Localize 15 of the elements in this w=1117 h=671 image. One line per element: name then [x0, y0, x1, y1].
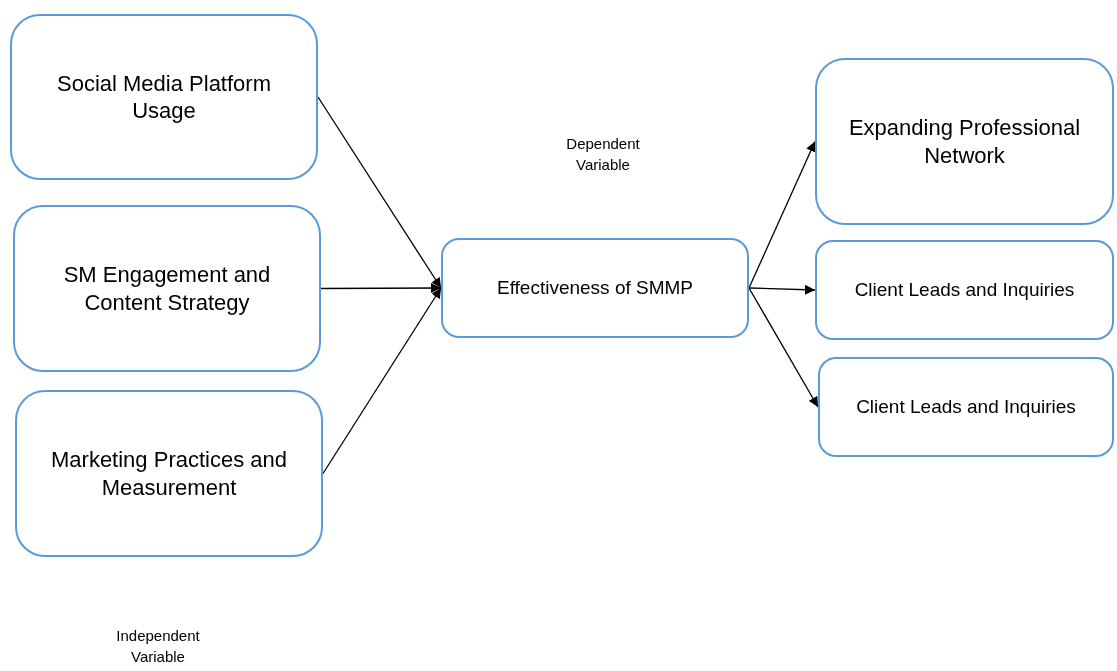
variable-box: Client Leads and Inquiries: [818, 357, 1114, 457]
variable-box: Expanding Professional Network: [815, 58, 1114, 225]
variable-box: Client Leads and Inquiries: [815, 240, 1114, 340]
variable-box: SM Engagement and Content Strategy: [13, 205, 321, 372]
variable-box: Social Media Platform Usage: [10, 14, 318, 180]
arrow: [320, 283, 442, 294]
group-label: Independent Variable: [115, 626, 201, 667]
arrow: [322, 287, 442, 475]
variable-box: Marketing Practices and Measurement: [15, 390, 323, 557]
arrow: [748, 140, 816, 289]
arrow: [317, 96, 442, 289]
variable-box: Effectiveness of SMMP: [441, 238, 749, 338]
group-label: Dependent Variable: [565, 134, 641, 175]
arrow: [748, 284, 816, 295]
arrow: [748, 287, 819, 408]
